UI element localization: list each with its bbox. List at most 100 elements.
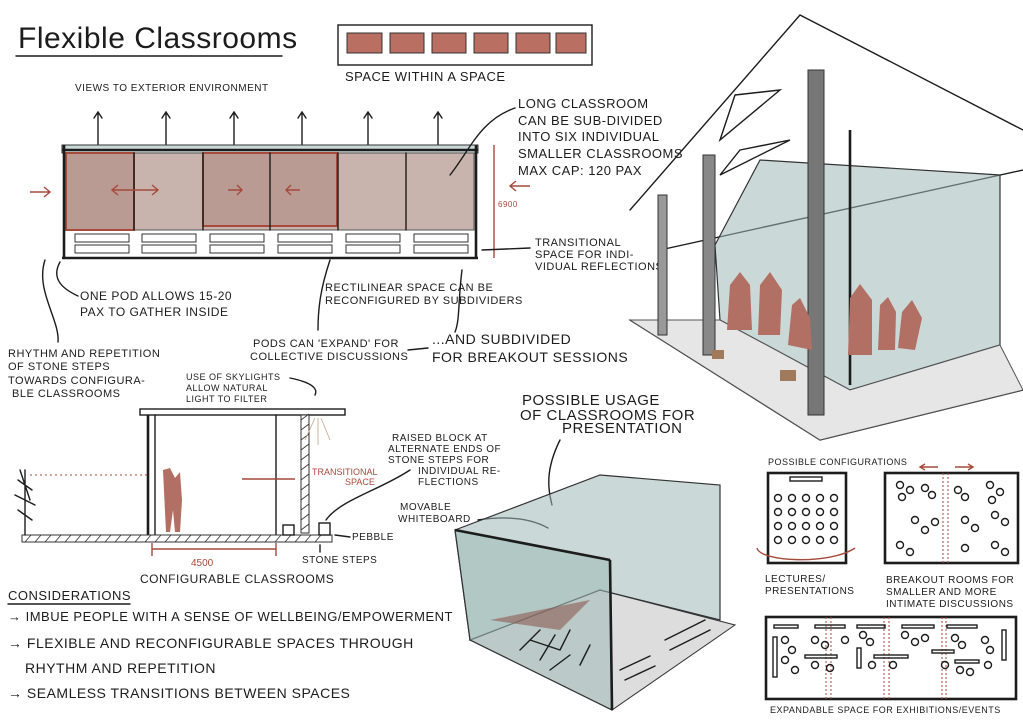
consideration-item: RHYTHM AND REPETITION [25,660,216,676]
long-classroom-note-1: LONG CLASSROOM [518,96,649,111]
transitional-space-note-2: SPACE [345,477,375,487]
pebble-label: PEBBLE [352,532,394,543]
floor-plan [30,144,530,260]
leader-lines [42,259,463,351]
breakout-label-3: INTIMATE DISCUSSIONS [886,599,1014,610]
seat-icon [930,517,940,527]
skylights-note-3: LIGHT TO FILTER [186,394,267,404]
section-dimension: 4500 [191,558,214,569]
section-caption: CONFIGURABLE CLASSROOMS [140,572,334,586]
seat-icon [995,487,1005,497]
seat-icon [787,493,797,503]
seat-icon [960,515,970,525]
presentation-box-view [454,474,737,711]
rhythm-note-1: RHYTHM AND REPETITION [8,348,160,360]
seat-icon [829,493,839,503]
seat-icon [965,667,975,677]
seat-icon [773,507,783,517]
seat-icon [970,523,980,533]
transitional-note-3: VIDUAL REFLECTIONS [535,261,663,273]
seat-icon [810,635,820,645]
seat-icon [987,495,997,505]
seat-icon [801,493,811,503]
transitional-space-note-1: TRANSITIONAL [312,467,378,477]
seat-icon [900,630,910,640]
raised-block-note-5: FLECTIONS [418,477,479,488]
seat-icon [940,660,950,670]
seat-icon [810,660,820,670]
seat-icon [1000,547,1010,557]
seat-icon [815,535,825,545]
rectilinear-note-2: RECONFIGURED BY SUBDIVIDERS [325,295,523,307]
seat-icon [895,480,905,490]
whiteboard-note-1: MOVABLE [400,502,451,513]
seat-icon [920,633,930,643]
usage-heading-3: PRESENTATION [562,420,682,437]
seat-icon [815,493,825,503]
seat-icon [780,655,790,665]
seat-icon [815,507,825,517]
seat-icon [780,635,790,645]
consideration-item: → FLEXIBLE AND RECONFIGURABLE SPACES THR… [8,635,414,651]
whiteboard-note-2: WHITEBOARD [398,514,471,525]
seat-icon [787,535,797,545]
seat-icon [955,665,965,675]
one-pod-note-2: PAX TO GATHER INSIDE [80,305,228,319]
seat-icon [801,521,811,531]
seat-icon [773,493,783,503]
stone-steps-label: STONE STEPS [302,555,377,566]
rhythm-note-2: OF STONE STEPS [8,361,110,373]
considerations-heading: CONSIDERATIONS [8,588,131,603]
consideration-item: → IMBUE PEOPLE WITH A SENSE OF WELLBEING… [8,609,453,624]
seat-icon [829,507,839,517]
breakout-config [883,463,1020,565]
rhythm-note-4: BLE CLASSROOMS [12,388,120,400]
subdivided-note-2: FOR BREAKOUT SESSIONS [432,349,628,365]
skylights-note-1: USE OF SKYLIGHTS [186,372,281,382]
long-classroom-note-5: MAX CAP: 120 PAX [518,163,642,178]
seat-icon [829,535,839,545]
expandable-config [764,615,1018,701]
seat-icon [920,525,930,535]
view-arrows [93,110,443,146]
seat-icon [983,660,993,670]
seat-icon [787,645,797,655]
seat-icon [920,483,930,493]
page-title: Flexible Classrooms [18,22,298,55]
long-classroom-note-2: CAN BE SUB-DIVIDED [518,113,663,128]
raised-block-note-1: RAISED BLOCK AT [392,433,488,444]
lectures-label-2: PRESENTATIONS [765,586,854,597]
skylights-note-2: ALLOW NATURAL [186,383,268,393]
pods-expand-note-1: PODS CAN 'EXPAND' FOR [253,338,399,350]
space-within-diagram [337,24,593,66]
seat-icon [985,645,995,655]
seat-icon [985,480,995,490]
lectures-label-1: LECTURES/ [765,574,826,585]
views-label: VIEWS TO EXTERIOR ENVIRONMENT [75,83,269,94]
seat-icon [773,535,783,545]
rhythm-note-3: TOWARDS CONFIGURA- [8,375,145,387]
seat-icon [990,540,1000,550]
seat-icon [865,637,875,647]
breakout-label-2: SMALLER AND MORE [886,587,997,598]
space-within-label: SPACE WITHIN A SPACE [345,69,506,84]
seat-icon [953,485,963,495]
seat-icon [905,547,915,557]
leader-line [449,107,516,176]
lectures-config [756,471,856,565]
seat-icon [897,492,907,502]
long-classroom-note-4: SMALLER CLASSROOMS [518,146,683,161]
subdivided-note-1: ...AND SUBDIVIDED [432,331,571,347]
breakout-label-1: BREAKOUT ROOMS FOR [886,575,1014,586]
axonometric-view [628,14,1023,441]
seat-icon [910,637,920,647]
seat-icon [801,535,811,545]
expandable-label: EXPANDABLE SPACE FOR EXHIBITIONS/EVENTS [770,705,1001,715]
seat-icon [801,507,811,517]
seat-icon [858,630,868,640]
seat-icon [960,492,970,502]
seat-icon [790,665,800,675]
raised-block-note-4: INDIVIDUAL RE- [418,466,501,477]
seat-icon [825,663,835,673]
seat-icon [888,660,898,670]
